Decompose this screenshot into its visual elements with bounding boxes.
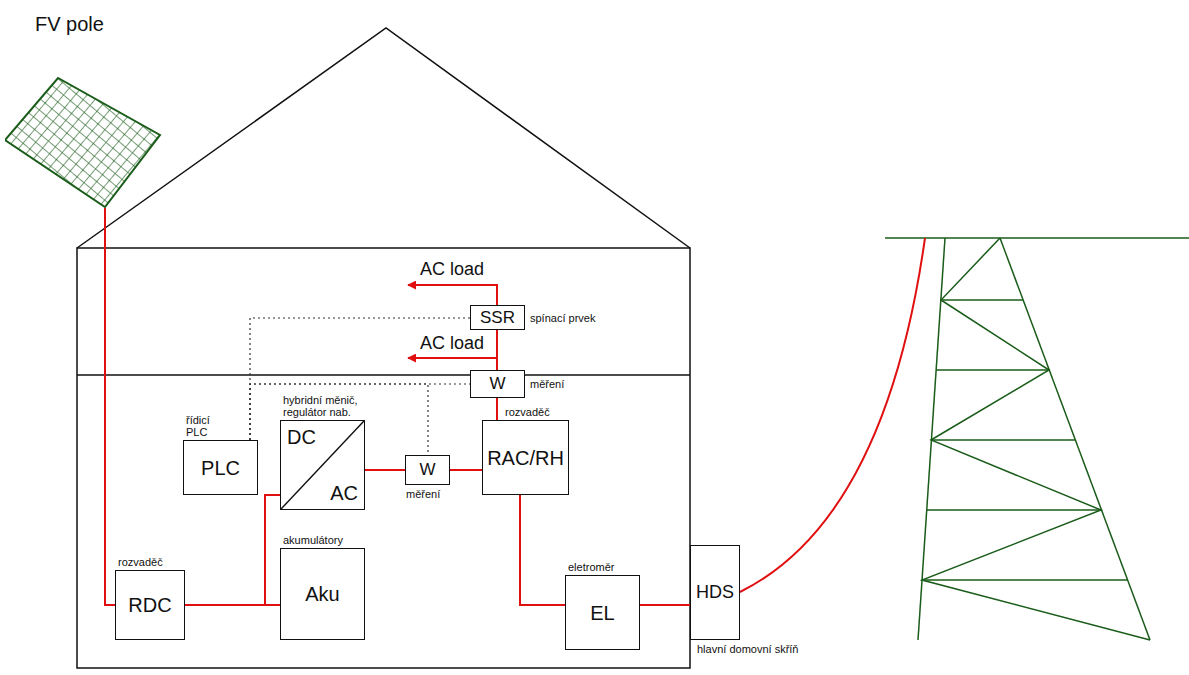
- power-line: [365, 469, 405, 471]
- grid-line: [740, 238, 925, 592]
- box-label: RAC/RH: [487, 447, 564, 469]
- box-label: W: [489, 375, 505, 394]
- pv-array: FV pole: [5, 10, 165, 208]
- load-label: AC load: [420, 334, 484, 354]
- power-line: [640, 604, 690, 606]
- power-line: [450, 469, 482, 471]
- distribution-box: rozvaděčRAC/RH: [482, 420, 569, 495]
- box-label: EL: [590, 602, 614, 624]
- array-label: FV pole: [35, 13, 104, 35]
- converter-box: hybridní měnič, regulátor nab.DCAC: [280, 420, 365, 510]
- power-line: [520, 495, 565, 605]
- box-label: HDS: [696, 583, 734, 603]
- pv-panel: [5, 10, 165, 208]
- box-caption: měření: [406, 488, 440, 500]
- meter-box: eletroměrEL: [565, 575, 640, 650]
- meter-box: Wměření: [405, 455, 450, 485]
- house-box: HDShlavní domovní skříň: [690, 545, 740, 640]
- power-line: [496, 398, 498, 420]
- distribution-box: rozvaděčRDC: [115, 570, 185, 640]
- box-label: PLC: [201, 457, 240, 479]
- power-tower: [885, 238, 1189, 640]
- load-label: AC load: [420, 260, 484, 280]
- box-label: SSR: [480, 308, 515, 327]
- house-outline: [77, 28, 690, 668]
- box-caption: akumulátory: [283, 534, 343, 546]
- battery-box: akumulátoryAku: [280, 548, 365, 640]
- box-caption: rozvaděč: [118, 556, 163, 568]
- box-caption: hlavní domovní skříň: [697, 643, 799, 655]
- power-line: [185, 495, 280, 605]
- box-caption: měření: [530, 378, 564, 390]
- power-line: [105, 208, 115, 605]
- box-caption: rozvaděč: [505, 406, 550, 418]
- box-caption: eletroměr: [568, 561, 614, 573]
- switch-box: SSRspínací prvek: [470, 305, 525, 330]
- plc-box: řídicí PLCPLC: [183, 440, 258, 495]
- box-caption: spínací prvek: [530, 311, 595, 323]
- meter-box: Wměření: [470, 370, 525, 398]
- box-label: W: [419, 461, 435, 480]
- power-line: [496, 330, 498, 370]
- box-label: RDC: [128, 594, 171, 616]
- box-label: Aku: [305, 583, 339, 605]
- box-caption: řídicí PLC: [186, 414, 226, 438]
- box-caption: hybridní měnič, regulátor nab.: [283, 394, 378, 418]
- box-label: DC: [287, 426, 316, 448]
- box-label: AC: [330, 482, 358, 504]
